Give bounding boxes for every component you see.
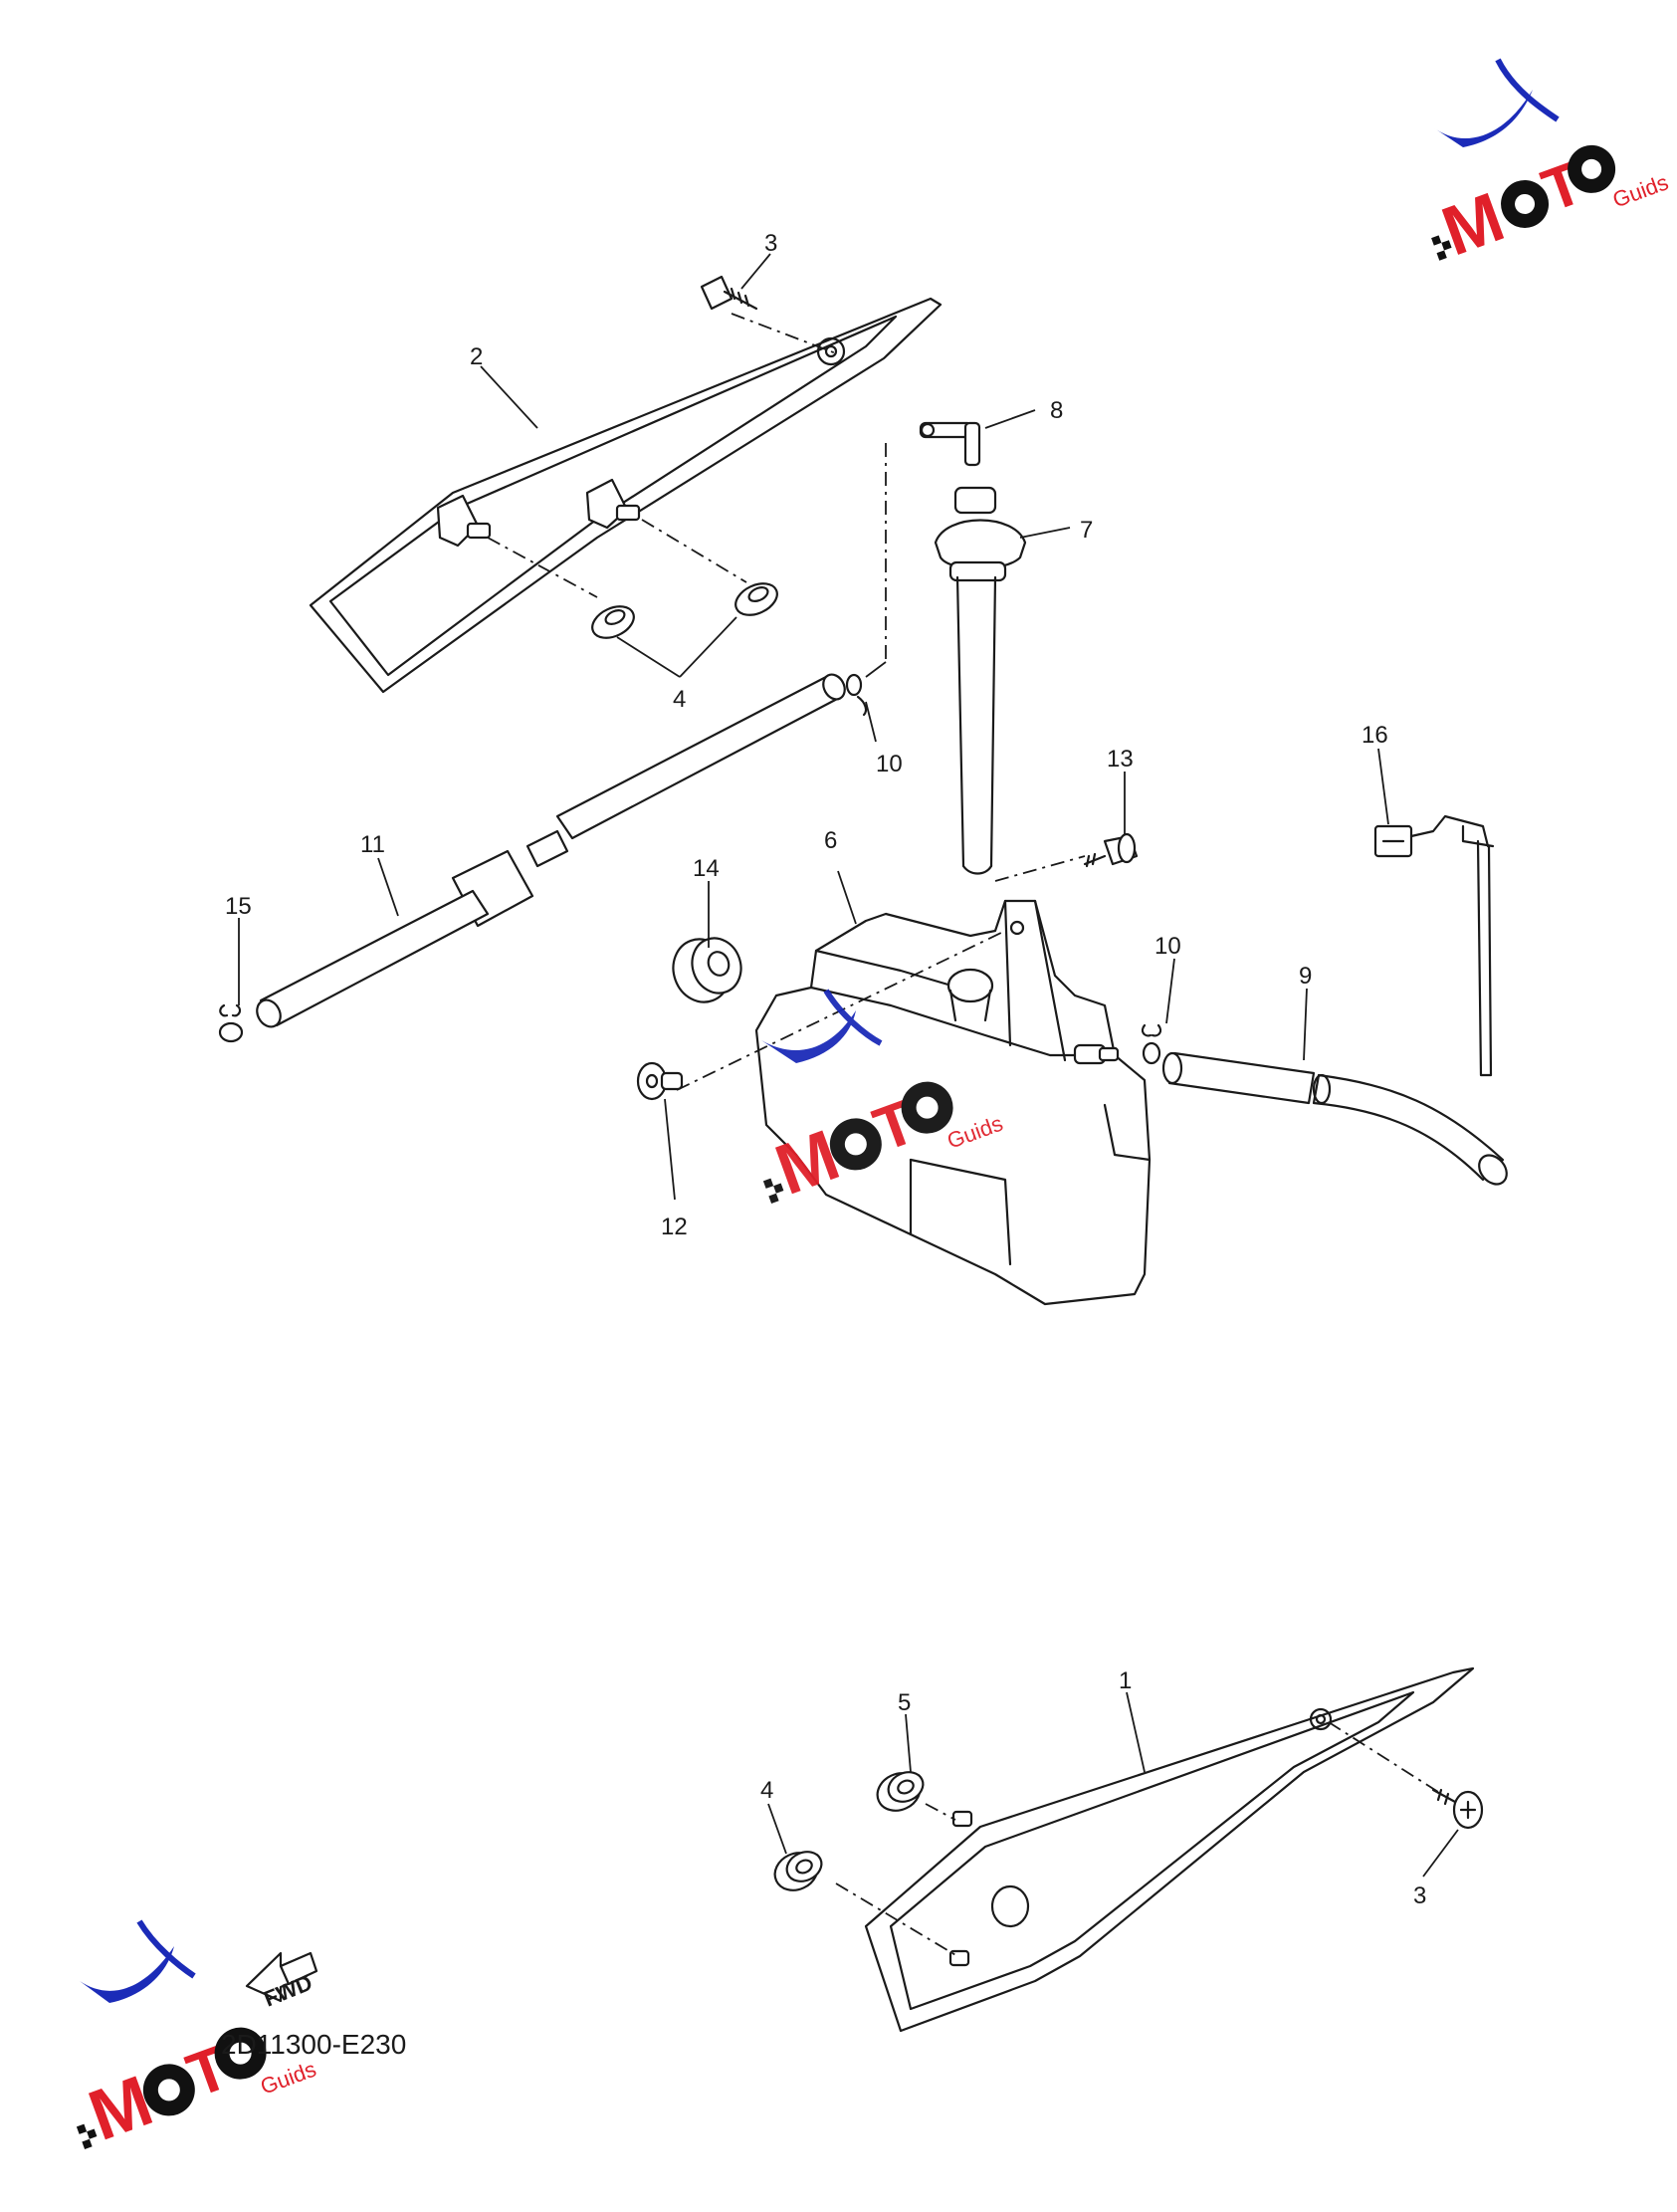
callout-6: 6	[824, 827, 837, 854]
callout-3-lower: 3	[1413, 1882, 1426, 1909]
side-cover-upper	[309, 297, 943, 694]
leader-lines	[238, 253, 1459, 1878]
callout-10-upper: 10	[876, 751, 903, 777]
watermark-logo-top: M T Guids	[1431, 58, 1672, 271]
fwd-arrow-icon: FWD	[245, 1951, 318, 2012]
callout-3-upper: 3	[764, 230, 777, 257]
grommet-lower-5	[876, 1771, 925, 1812]
diagram-code: 2D11300-E230	[221, 2029, 406, 2060]
oil-tank	[754, 899, 1152, 1306]
callout-13: 13	[1107, 746, 1134, 773]
callout-16: 16	[1362, 722, 1388, 749]
hose-clip-left	[218, 1003, 244, 1043]
hose-clip-right	[1141, 1023, 1162, 1065]
callout-14: 14	[693, 855, 720, 882]
callout-4-upper: 4	[673, 686, 686, 713]
callout-1: 1	[1119, 1667, 1132, 1694]
callout-11: 11	[360, 831, 385, 858]
callout-15: 15	[225, 893, 252, 920]
callout-5: 5	[898, 1689, 911, 1716]
svg-text:Guids: Guids	[257, 2057, 319, 2100]
callout-10-lower: 10	[1154, 933, 1181, 960]
rubber-grommet	[672, 937, 742, 1003]
outlet-hose	[1161, 1051, 1508, 1186]
screw-upper	[700, 275, 758, 311]
svg-text:Guids: Guids	[1609, 169, 1672, 212]
callout-7: 7	[1080, 517, 1093, 544]
damper-washer	[636, 1061, 684, 1101]
screw-lower	[1431, 1788, 1484, 1830]
tank-cap	[934, 486, 1027, 875]
side-cover-lower	[864, 1666, 1475, 2033]
grommet-upper-right	[734, 582, 778, 616]
breather-fitting	[919, 421, 981, 467]
callout-2: 2	[470, 343, 483, 370]
tank-bolt	[1083, 832, 1139, 868]
callout-4-lower: 4	[760, 1777, 773, 1804]
grommet-lower-4	[773, 1851, 823, 1891]
callout-12: 12	[661, 1214, 688, 1240]
callout-8: 8	[1050, 397, 1063, 424]
filler-hose	[256, 673, 846, 1028]
hose-clip-upper	[845, 673, 868, 717]
callout-9: 9	[1299, 963, 1312, 990]
callout-numbers: 3 2 4 8 7 10 11 15 6 14 13 10 9 16 12 1 …	[225, 230, 1426, 1909]
grommet-upper-left	[591, 605, 635, 639]
level-sensor	[1373, 814, 1495, 1077]
